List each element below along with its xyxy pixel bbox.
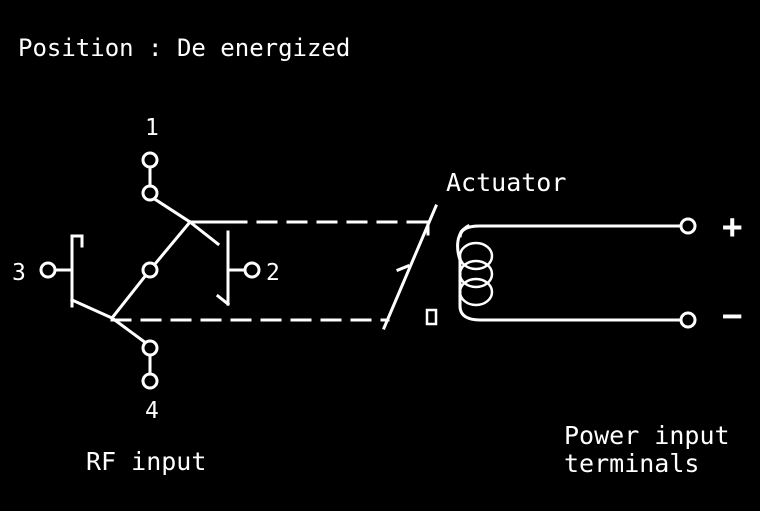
positive-power-terminal xyxy=(679,217,697,235)
power-input-label-line2: terminals xyxy=(564,449,699,478)
coil-turn-3 xyxy=(458,277,494,307)
port-4-label: 4 xyxy=(145,398,159,424)
rf-input-label: RF input xyxy=(86,447,206,476)
port-4-contact-terminal xyxy=(141,339,159,357)
negative-terminal-marker: − xyxy=(722,296,742,336)
port-1-contact-terminal xyxy=(141,184,159,202)
center-link-lower xyxy=(109,267,153,321)
power-input-label-line1: Power input xyxy=(564,421,730,450)
port-2-contact-foot xyxy=(215,293,231,307)
lower-blade-arm xyxy=(109,315,153,349)
port-4-terminal xyxy=(141,372,159,390)
coil-upper-lead xyxy=(458,224,688,238)
upper-contact-blade xyxy=(147,193,193,225)
actuator-lower-stop xyxy=(425,308,438,326)
negative-power-terminal xyxy=(679,311,697,329)
coil-turn-2 xyxy=(458,259,494,289)
actuator-pivot xyxy=(396,264,410,272)
upper-blade-arm xyxy=(187,219,221,247)
center-link-upper xyxy=(147,219,193,273)
port-3-label: 3 xyxy=(12,260,26,286)
coil-turn-1 xyxy=(458,241,494,271)
port-3-terminal xyxy=(39,261,57,279)
actuator-label: Actuator xyxy=(446,168,566,197)
port-1-terminal xyxy=(141,151,159,169)
port-1-label: 1 xyxy=(145,115,159,141)
port-2-label: 2 xyxy=(266,260,280,286)
position-title: Position : De energized xyxy=(18,34,350,62)
lower-contact-blade xyxy=(70,298,114,320)
center-pivot-terminal xyxy=(141,261,159,279)
positive-terminal-marker: + xyxy=(722,207,742,247)
port-2-terminal xyxy=(243,261,261,279)
